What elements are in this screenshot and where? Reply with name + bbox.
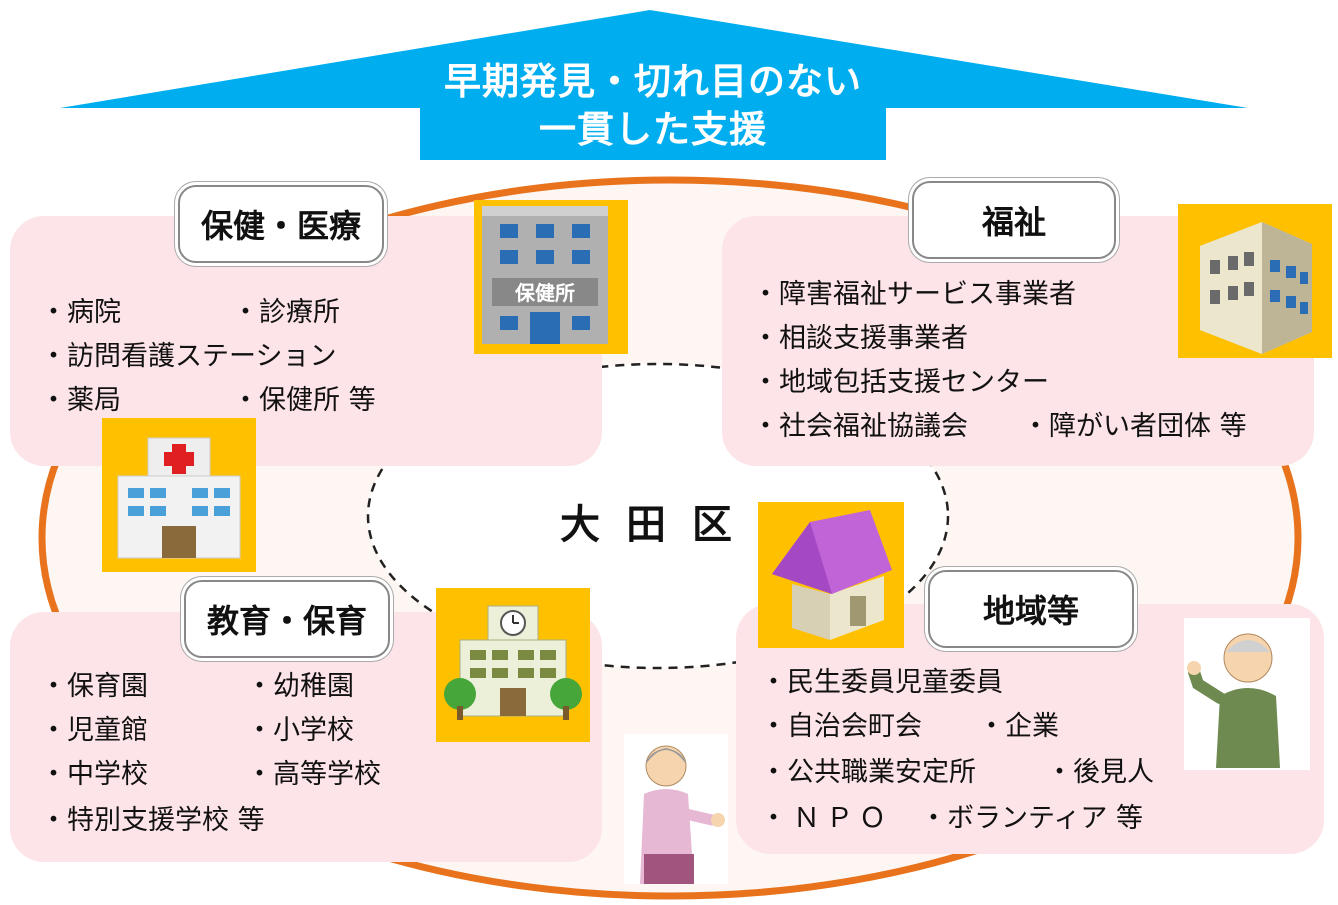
list-item: ・中学校 (40, 759, 148, 790)
center-label: 大田区 (560, 502, 758, 548)
house-icon (758, 502, 904, 648)
elderly-woman-illustration-icon (624, 734, 728, 884)
list-item: ・診療所 (232, 297, 340, 328)
health-center-building-icon: 保健所 (474, 200, 628, 354)
panel-title-education-childcare: 教育・保育 (184, 580, 390, 658)
school-building-icon (436, 588, 590, 742)
list-item: ・企業 (978, 711, 1059, 742)
list-item: ・保健所 等 (232, 385, 376, 416)
panel-title-health-medical: 保健・医療 (178, 185, 384, 263)
list-item: ・障がい者団体 等 (1022, 411, 1247, 442)
list-item: ・特別支援学校 等 (40, 805, 265, 836)
list-item: ・公共職業安定所 (760, 757, 976, 788)
banner-title-line1: 早期発見・切れ目のない (444, 60, 862, 103)
health-center-sign: 保健所 (514, 281, 575, 305)
list-item: ・自治会町会 (760, 711, 922, 742)
hospital-icon (102, 418, 256, 572)
list-item: ・幼稚園 (246, 671, 354, 702)
list-item: ・薬局 (40, 385, 121, 416)
list-item: ・ボランティア 等 (920, 803, 1143, 834)
list-item: ・児童館 (40, 715, 148, 746)
list-item: ・社会福祉協議会 (752, 411, 968, 442)
list-item: ・保育園 (40, 671, 148, 702)
elderly-man-illustration-icon (1184, 618, 1310, 770)
list-item: ・高等学校 (246, 759, 381, 790)
welfare-facility-building-icon (1178, 204, 1332, 358)
list-item: ・相談支援事業者 (752, 323, 968, 354)
list-item: ・民生委員児童委員 (760, 667, 1003, 698)
list-item: ・病院 (40, 297, 121, 328)
banner-arrow-body (420, 105, 886, 160)
panel-title-welfare: 福祉 (912, 181, 1116, 259)
list-item: ・障害福祉サービス事業者 (752, 279, 1076, 310)
list-item: ・小学校 (246, 715, 354, 746)
banner-arrow-head (60, 10, 1248, 108)
list-item: ・地域包括支援センター (752, 367, 1049, 398)
banner-title-line2: 一貫した支援 (539, 108, 767, 151)
list-item: ・ＮＰＯ (760, 803, 892, 834)
list-item: ・後見人 (1046, 757, 1154, 788)
panel-title-community: 地域等 (928, 570, 1134, 648)
list-item: ・訪問看護ステーション (40, 341, 337, 372)
